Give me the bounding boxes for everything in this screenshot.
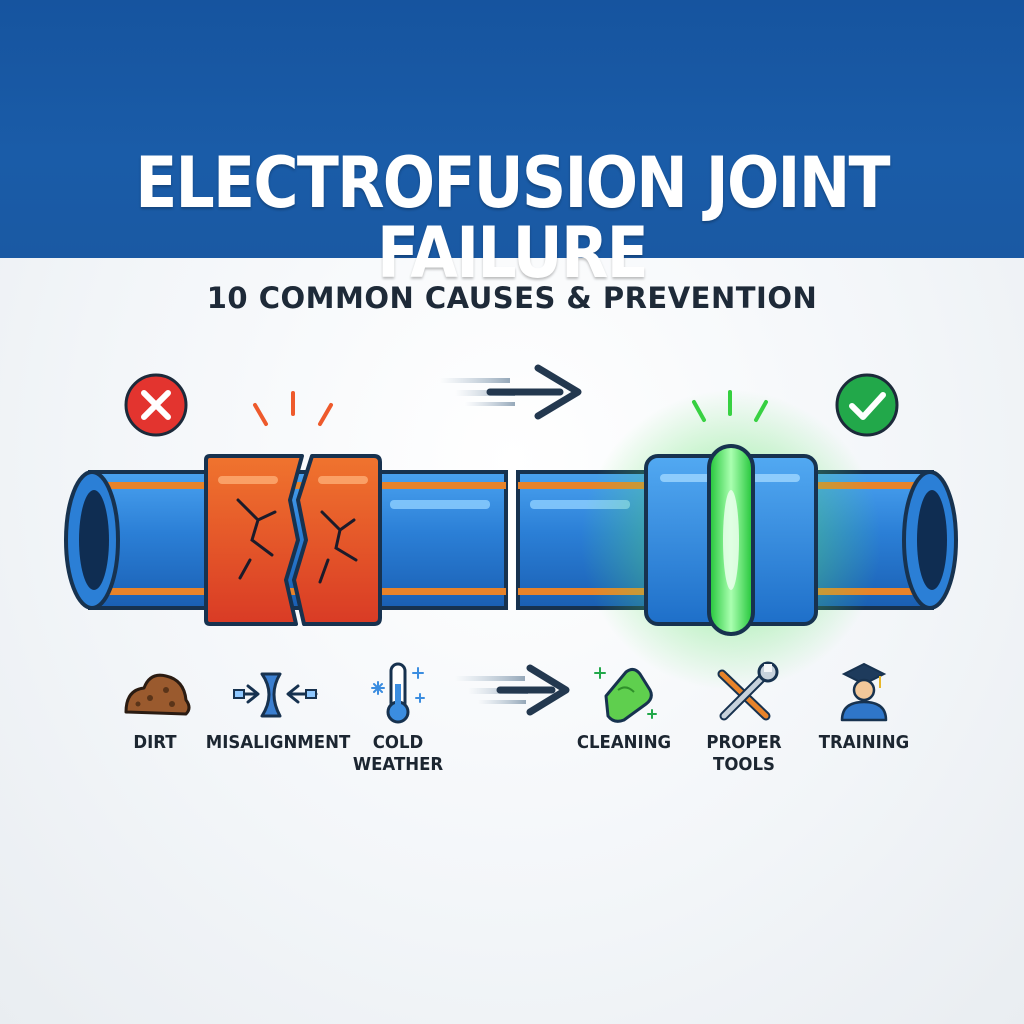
check-mark-icon — [835, 373, 899, 437]
page-title: ELECTROFUSION JOINT FAILURE — [135, 142, 890, 294]
prevention-label-proper-tools: PROPER TOOLS — [706, 732, 782, 775]
page-subtitle: 10 COMMON CAUSES & PREVENTION — [206, 281, 818, 315]
thermometer-snowflake-icon — [371, 662, 425, 724]
graduate-icon — [840, 662, 888, 722]
cause-label-dirt: DIRT — [133, 732, 177, 753]
misalignment-arrows-icon — [233, 672, 318, 718]
cleaning-cloth-icon — [594, 667, 657, 723]
wrench-screwdriver-icon — [717, 661, 779, 721]
good-coupler — [581, 390, 881, 690]
x-mark-icon — [124, 373, 188, 437]
transition-arrow-icon — [440, 364, 582, 420]
cause-label-misalignment: MISALIGNMENT — [205, 732, 351, 753]
header-banner — [0, 0, 1024, 258]
cause-label-cold-weather: COLD WEATHER — [352, 732, 444, 775]
prevention-label-training: TRAINING — [818, 732, 910, 753]
dirt-pile-icon — [124, 673, 191, 716]
bottom-arrow-icon — [455, 664, 570, 716]
prevention-label-cleaning: CLEANING — [576, 732, 672, 753]
failed-coupler — [204, 454, 382, 626]
stress-ticks-icon — [253, 391, 333, 426]
